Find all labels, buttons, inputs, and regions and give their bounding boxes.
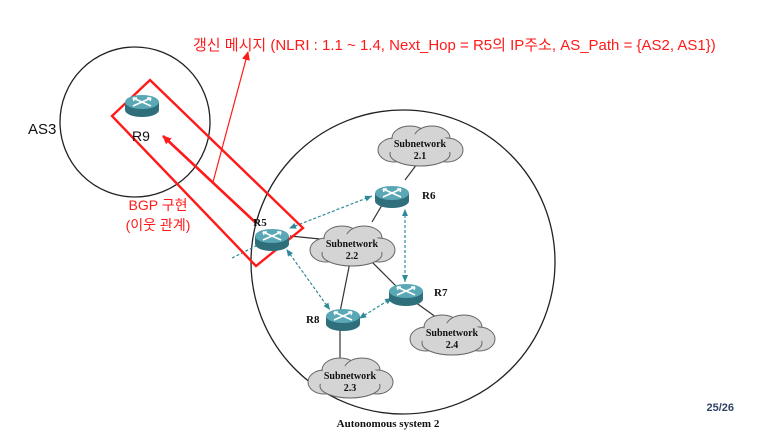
router-r7-label: R7: [434, 287, 448, 299]
as3-boundary: [59, 46, 211, 198]
update-message-arrow: [162, 135, 256, 223]
router-r6-label: R6: [422, 190, 436, 202]
subnetwork-2-3-label: Subnetwork: [324, 371, 377, 382]
subnetwork-2-4-number: 2.4: [446, 340, 459, 351]
update-message-label: 갱신 메시지 (NLRI : 1.1 ~ 1.4, Next_Hop = R5의…: [193, 37, 716, 54]
as3-label: AS3: [28, 121, 56, 138]
router-r7-icon: [388, 283, 424, 307]
router-r5-icon: [254, 228, 290, 252]
subnetwork-2-1-number: 2.1: [414, 151, 427, 162]
bgp-label-line1: BGP 구현: [129, 197, 188, 213]
subnetwork-2-2-label: Subnetwork: [326, 239, 379, 250]
update-message-pointer: [212, 51, 250, 183]
bgp-peering-highlight: [110, 78, 305, 268]
subnetwork-2-2-number: 2.2: [346, 251, 359, 262]
router-r9-icon: [124, 94, 160, 118]
as2-label: Autonomous system 2: [337, 418, 440, 430]
router-r5-label: R5: [253, 217, 267, 229]
router-r8-icon: [325, 308, 361, 332]
subnetwork-2-1-label: Subnetwork: [394, 139, 447, 150]
router-r6-icon: [374, 185, 410, 209]
bgp-label-line2: (이웃 관계): [126, 217, 191, 233]
page-number: 25/26: [706, 402, 734, 414]
subnetwork-2-3-number: 2.3: [344, 383, 357, 394]
bgp-sessions: [231, 195, 408, 319]
router-r8-label: R8: [306, 314, 320, 326]
router-r9-label: R9: [132, 128, 150, 144]
subnetwork-2-4-label: Subnetwork: [426, 328, 479, 339]
